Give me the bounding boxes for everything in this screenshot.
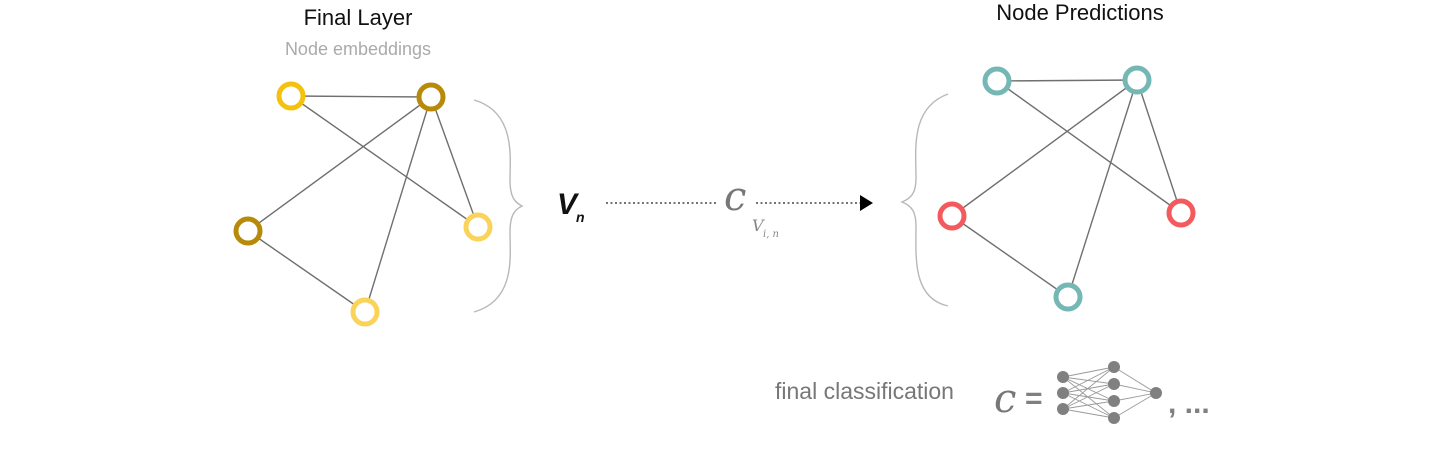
nn-input-node [1057,387,1069,399]
right-edge-2-5 [1067,79,1138,298]
left-edge-2-3 [247,96,432,232]
nn-hidden-node [1108,395,1120,407]
right-edge-1-4 [996,80,1182,214]
right-edge-2-3 [951,79,1138,217]
left-panel-subtitle: Node embeddings [285,39,431,59]
left-node-3 [233,216,263,246]
function-c: c [724,174,746,220]
nn-input-node [1057,371,1069,383]
nn-hidden-node [1108,361,1120,373]
final-classification: final classification c = [775,361,1210,424]
left-edge-1-4 [290,95,479,228]
equals-sign: = [1025,382,1043,415]
left-node-2 [416,82,446,112]
left-node-5 [350,297,380,327]
final-caption: final classification [775,378,954,404]
right-node-3 [937,201,967,231]
right-edge-3-5 [951,215,1069,298]
right-node-1 [982,66,1012,96]
input-var-subscript: n [576,209,585,225]
right-edge-2-4 [1136,79,1182,214]
final-function-c: c [994,376,1016,422]
right-edge-1-2 [996,79,1138,82]
left-edge-2-5 [364,96,432,313]
left-edge-3-5 [247,230,366,313]
left-edge-1-2 [290,95,432,98]
middle-mapping: V n c V i, n [557,174,873,240]
left-graph: Final Layer Node embeddings [233,5,524,327]
right-graph: Node Predictions [900,0,1196,312]
right-node-5 [1053,282,1083,312]
output-var-subscript: i, n [763,229,779,240]
nn-input-node [1057,403,1069,415]
left-panel-title: Final Layer [304,5,413,30]
right-node-4 [1166,198,1196,228]
arrow-head-icon [860,195,873,211]
ellipsis-tail: , ... [1168,387,1210,420]
right-brace [900,93,949,307]
nn-output-node [1150,387,1162,399]
right-node-2 [1122,65,1152,95]
nn-edges [1062,366,1157,419]
neural-network-icon [1057,361,1162,424]
output-var: V [752,216,765,235]
left-node-1 [276,81,306,111]
right-panel-title: Node Predictions [996,0,1164,25]
left-node-4 [463,212,493,242]
nn-hidden-node [1108,412,1120,424]
left-edge-2-4 [430,96,479,228]
left-brace [473,99,524,313]
input-var: V [557,188,580,221]
nn-hidden-node [1108,378,1120,390]
